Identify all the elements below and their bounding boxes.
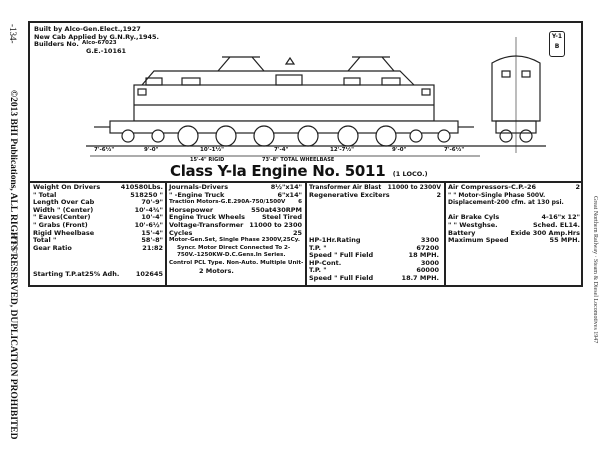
dim-5: 12'-7½" (330, 147, 355, 153)
builders-no-alco: Alco-67023 (82, 40, 117, 47)
builder-info: Built by Alco-Gen.Elect.,1927 New Cab Ap… (34, 25, 160, 57)
motor-row: Syncr. Motor Direct Connected To 2- (177, 244, 291, 251)
dim-2: 9'-0" (144, 147, 159, 153)
dim-4: 7'-4" (274, 147, 289, 153)
copyright-notice: ©2013 BHI Publications, ALL RIGHTS RESER… (8, 90, 18, 440)
builder-line-1: Built by Alco-Gen.Elect.,1927 (34, 25, 141, 33)
page-number: -134- (8, 24, 18, 44)
dim-3: 10'-1½" (200, 147, 225, 153)
table-divider-3 (444, 181, 446, 285)
builders-no-ge: G.E.-10161 (86, 47, 127, 56)
handwritten-note: 5P 9-17 (10, 232, 18, 254)
diagram-title-block: Class Y-la Engine No. 5011 (1 LOCO.) (170, 162, 428, 181)
rating-row: T.P. "60000 (309, 266, 439, 275)
dim-1: 7'-6½" (94, 147, 115, 153)
rating-row: HP-Cont.3000 (309, 258, 439, 267)
motor-row: 2 Motors. (199, 266, 234, 275)
weight-row: " Grabs (Front)10'-6½" (33, 220, 163, 229)
rigid-wheelbase-label: 15'-4" RIGID (190, 157, 225, 163)
class-badge: Y-1 B (549, 31, 565, 57)
rating-row: T.P. "67200 (309, 243, 439, 252)
table-divider-2 (305, 181, 307, 285)
total-wheelbase-label: 73'-8" TOTAL WHEELBASE (262, 157, 335, 163)
air-row: " " Westghse.Sched. EL14. (448, 220, 580, 229)
builders-label: Builders No. (34, 40, 79, 49)
weight-row: Starting T.P.at25% Adh.102645 (33, 270, 163, 279)
weight-row: Total "58'-8" (33, 236, 163, 245)
table-divider-1 (165, 181, 167, 285)
motor-row: 750V.-1250KW-D.C.Gens.In Series. (177, 252, 286, 259)
weight-row: " Eaves(Center)10'-4" (33, 213, 163, 222)
locomotive-diagram-sheet: Built by Alco-Gen.Elect.,1927 New Cab Ap… (28, 21, 583, 287)
builder-line-2: New Cab Applied by G.N.Ry.,1945. (34, 32, 160, 41)
dim-7: 7'-6½" (444, 147, 465, 153)
right-margin-credit: Great Northern Railway · Steam & Diesel … (592, 196, 598, 344)
motor-row: Motor-Gen.Set, Single Phase 2300V,25Cy. (169, 237, 301, 244)
dim-6: 9'-0" (392, 147, 407, 153)
diagram-title-note: (1 LOCO.) (392, 170, 428, 178)
motor-row: Control PCL Type. Non-Auto. Multiple Uni… (169, 259, 304, 266)
diagram-title: Class Y-la Engine No. 5011 (170, 162, 386, 180)
locomotive-side-drawing (86, 37, 546, 157)
air-row: " " Motor-Single Phase 500V. (448, 191, 546, 199)
air-row: Displacement-200 cfm. at 130 psi. (448, 199, 564, 207)
weight-row: Width " (Center)10'-4¾" (33, 205, 163, 214)
